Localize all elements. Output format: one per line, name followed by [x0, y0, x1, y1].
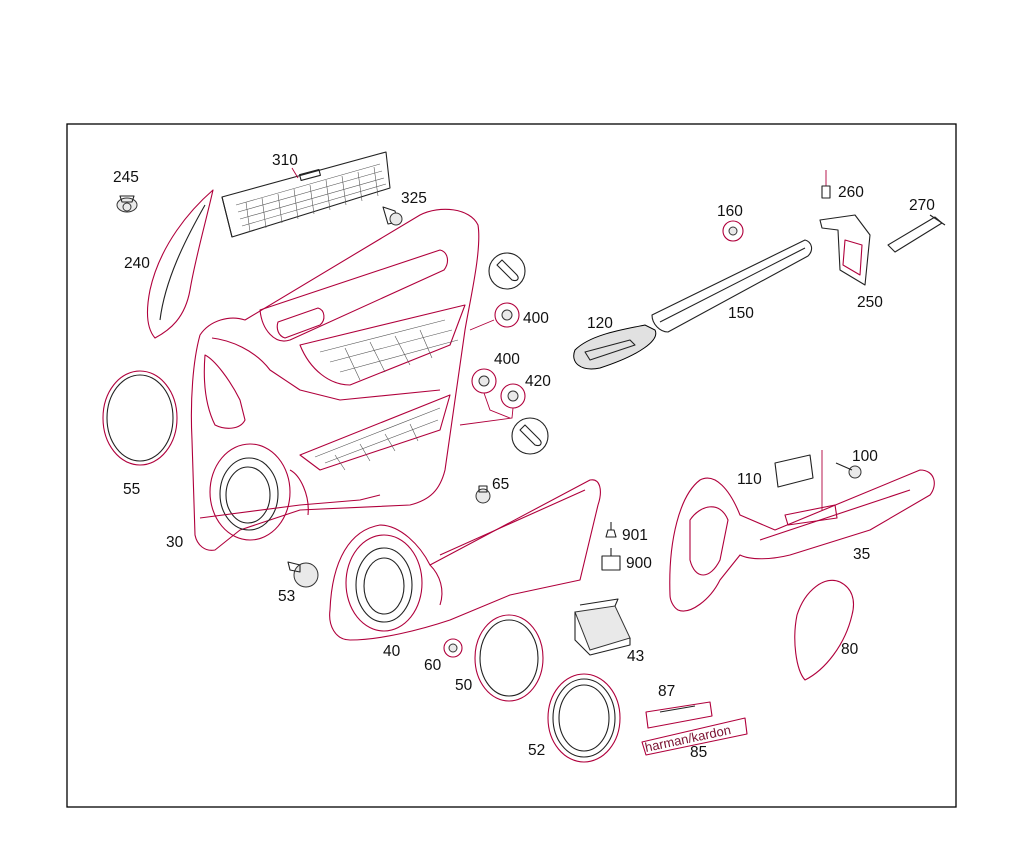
- part-110-cover: [774, 454, 814, 488]
- label-120: 120: [587, 315, 613, 332]
- part-270-rivet: [887, 214, 946, 253]
- part-120-handle: [573, 324, 657, 370]
- label-65: 65: [492, 476, 509, 493]
- label-52: 52: [528, 742, 545, 759]
- label-400b: 400: [494, 351, 520, 368]
- part-40-rear-panel: [329, 479, 601, 641]
- label-325: 325: [401, 190, 427, 207]
- label-160: 160: [717, 203, 743, 220]
- part-100-screw: [835, 462, 862, 479]
- part-310-grille: [221, 151, 391, 238]
- part-325-screw: [382, 206, 403, 226]
- label-43: 43: [627, 648, 644, 665]
- part-900-symbol: [601, 548, 621, 571]
- part-50-speaker-ring: [474, 614, 544, 702]
- label-53: 53: [278, 588, 295, 605]
- label-50: 50: [455, 677, 473, 694]
- part-160-cap: [722, 220, 744, 242]
- label-270: 270: [909, 197, 935, 214]
- part-260-pin: [821, 170, 831, 199]
- label-901: 901: [622, 527, 648, 544]
- label-35: 35: [853, 546, 870, 563]
- label-60: 60: [424, 657, 442, 674]
- part-60-cap: [443, 638, 463, 658]
- label-87: 87: [658, 683, 675, 700]
- wrench-icon-top: [488, 252, 526, 290]
- label-245: 245: [113, 169, 139, 186]
- label-110: 110: [737, 471, 762, 488]
- part-400-plug-top: [494, 302, 520, 328]
- label-80: 80: [841, 641, 859, 658]
- label-150: 150: [728, 305, 754, 322]
- part-245-clip: [116, 195, 138, 213]
- diagram-frame: [66, 123, 957, 808]
- part-901-symbol: [605, 522, 617, 538]
- label-250: 250: [857, 294, 883, 311]
- label-55: 55: [123, 481, 140, 498]
- label-260: 260: [838, 184, 864, 201]
- part-240-trim: [146, 189, 214, 339]
- label-100: 100: [852, 448, 878, 465]
- part-65-clip: [475, 485, 491, 504]
- part-150-trim-rail: [651, 239, 813, 333]
- label-240: 240: [124, 255, 150, 272]
- part-52-grille-ring: [547, 673, 621, 763]
- leader-310: [291, 167, 299, 179]
- part-87-bracket: [645, 701, 713, 729]
- wrench-icon-bottom: [511, 417, 549, 455]
- label-310: 310: [272, 152, 298, 169]
- label-420: 420: [525, 373, 551, 390]
- part-35-rear-trim: [669, 469, 935, 612]
- part-43-amplifier: [574, 598, 631, 656]
- label-400a: 400: [523, 310, 549, 327]
- label-85: 85: [690, 744, 707, 761]
- part-53-push-clip: [287, 561, 319, 588]
- part-80-cover: [794, 579, 855, 681]
- label-900: 900: [626, 555, 652, 572]
- part-400-plug-mid: [471, 368, 497, 394]
- label-30: 30: [166, 534, 184, 551]
- label-40: 40: [383, 643, 401, 660]
- part-250-bracket: [819, 214, 871, 286]
- callout-labels: 245 310 325 240 400 400 420 120 150 160 …: [113, 152, 935, 761]
- part-30-door-panel: [190, 208, 480, 551]
- part-55-speaker-ring: [102, 370, 178, 466]
